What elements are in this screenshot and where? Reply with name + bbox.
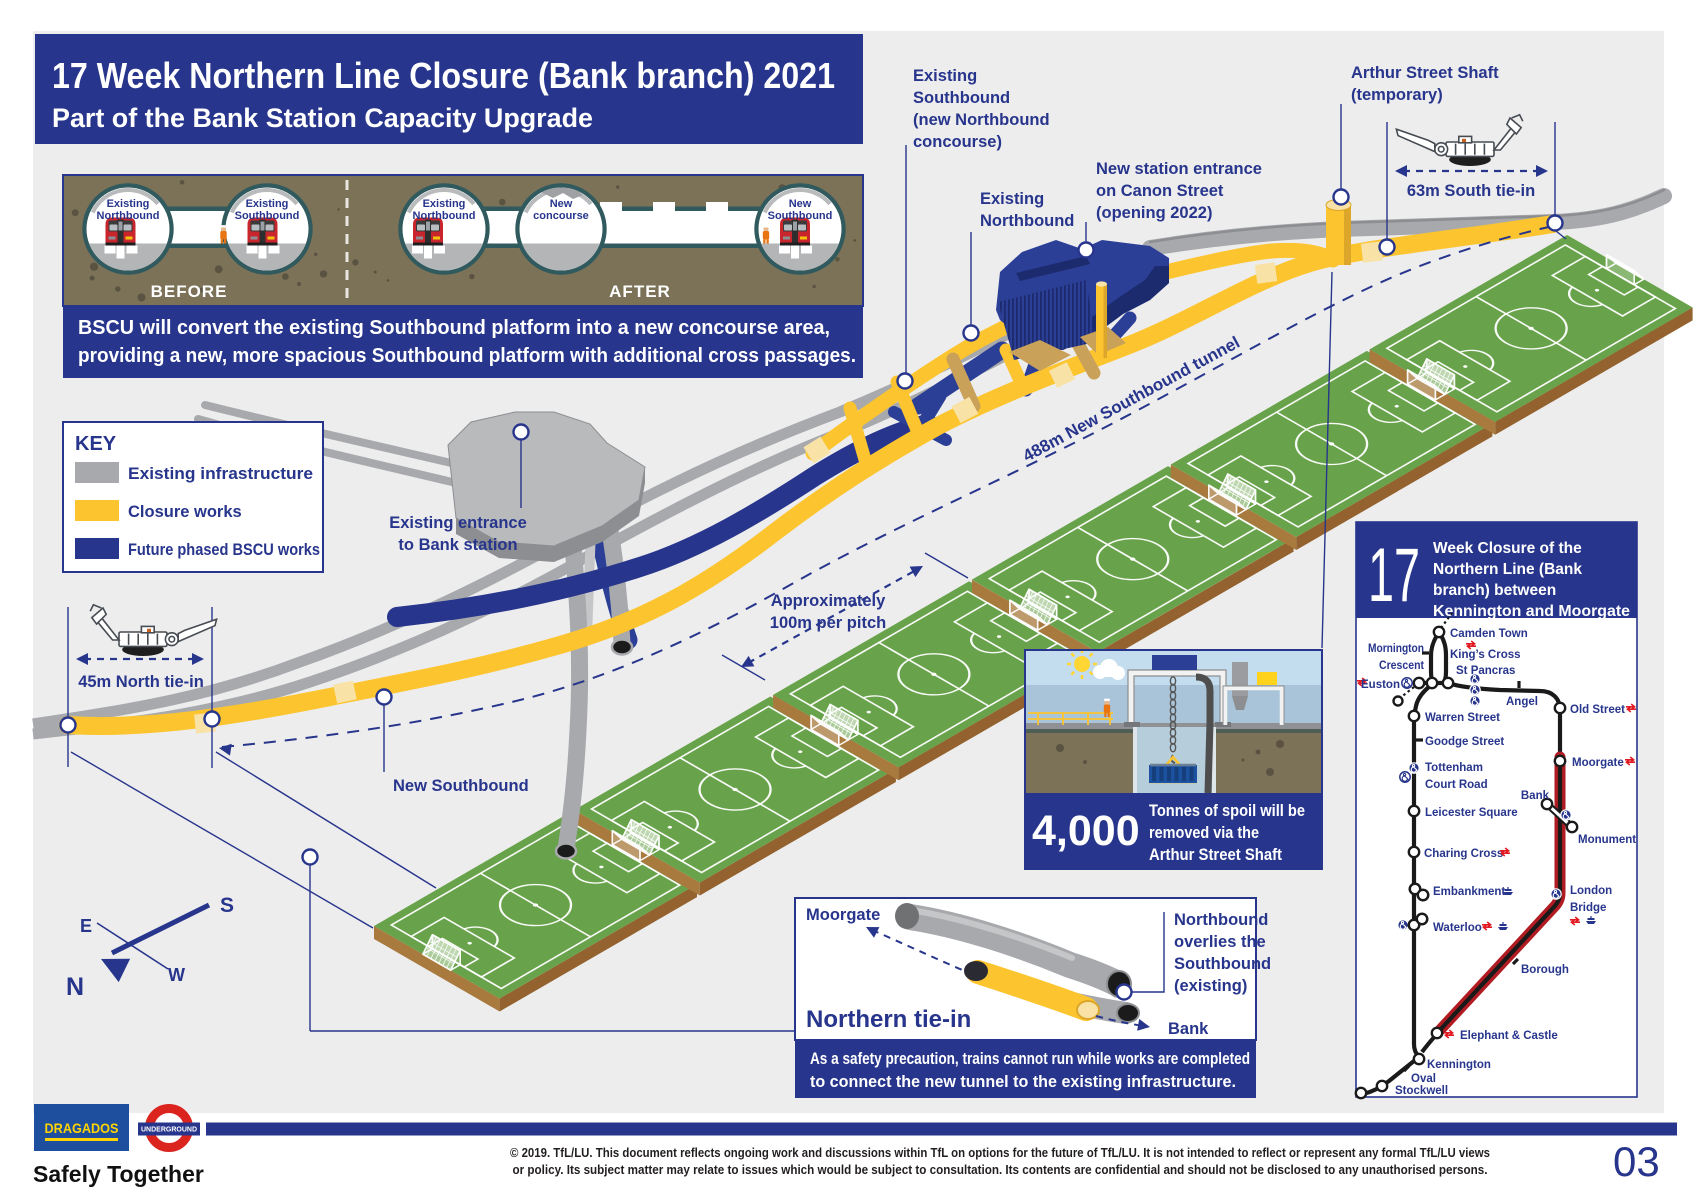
svg-text:UNDERGROUND: UNDERGROUND [141, 1125, 197, 1134]
svg-text:KEY: KEY [75, 433, 117, 455]
svg-text:17 Week Northern Line Closure: 17 Week Northern Line Closure (Bank bran… [52, 55, 835, 96]
svg-text:Leicester Square: Leicester Square [1425, 807, 1518, 819]
svg-text:Northbound: Northbound [97, 210, 160, 222]
svg-text:BSCU will convert the existing: BSCU will convert the existing Southboun… [78, 316, 830, 339]
svg-text:As a safety precaution, trains: As a safety precaution, trains cannot ru… [810, 1049, 1250, 1068]
svg-text:E: E [80, 916, 92, 936]
svg-text:Oval: Oval [1411, 1073, 1436, 1085]
svg-text:Northbound: Northbound [1174, 911, 1268, 929]
svg-text:Arthur Street Shaft: Arthur Street Shaft [1149, 846, 1282, 864]
svg-text:Existing: Existing [246, 198, 289, 210]
svg-text:(new Northbound: (new Northbound [913, 111, 1050, 129]
svg-text:Bank: Bank [1168, 1020, 1209, 1038]
svg-text:London: London [1570, 885, 1612, 897]
svg-text:Existing: Existing [107, 198, 150, 210]
svg-text:concourse: concourse [533, 210, 589, 222]
svg-text:Southbound: Southbound [768, 210, 833, 222]
svg-text:100m per pitch: 100m per pitch [770, 614, 886, 632]
svg-text:63m South tie-in: 63m South tie-in [1407, 182, 1535, 200]
svg-text:concourse): concourse) [913, 133, 1002, 151]
svg-text:Angel: Angel [1506, 696, 1538, 708]
svg-text:N: N [66, 973, 84, 1001]
svg-text:(existing): (existing) [1174, 977, 1247, 995]
svg-text:Moorgate: Moorgate [806, 906, 880, 924]
svg-text:AFTER: AFTER [609, 282, 671, 301]
svg-text:Monument: Monument [1578, 834, 1636, 846]
svg-text:King’s Cross: King’s Cross [1450, 649, 1521, 661]
svg-text:Approximately: Approximately [771, 592, 886, 610]
svg-text:on Canon Street: on Canon Street [1096, 182, 1224, 200]
svg-text:Embankment: Embankment [1433, 886, 1505, 898]
svg-text:Mornington: Mornington [1368, 643, 1424, 655]
svg-text:St Pancras: St Pancras [1456, 665, 1515, 677]
svg-text:© 2019. TfL/LU. This document: © 2019. TfL/LU. This document reflects o… [510, 1145, 1490, 1160]
svg-text:Existing entrance: Existing entrance [389, 514, 527, 532]
svg-text:Kennington: Kennington [1427, 1059, 1491, 1071]
svg-text:Waterloo: Waterloo [1433, 922, 1482, 934]
svg-text:Future phased BSCU works: Future phased BSCU works [128, 541, 320, 559]
svg-text:to connect the new tunnel to t: to connect the new tunnel to the existin… [810, 1072, 1236, 1091]
svg-text:overlies the: overlies the [1174, 933, 1266, 951]
svg-text:Tonnes of spoil will be: Tonnes of spoil will be [1149, 802, 1305, 820]
svg-text:New: New [550, 198, 573, 210]
svg-text:Northbound: Northbound [980, 212, 1074, 230]
svg-text:Elephant & Castle: Elephant & Castle [1460, 1030, 1558, 1042]
svg-text:New station entrance: New station entrance [1096, 160, 1262, 178]
svg-text:Part of the Bank Station Capac: Part of the Bank Station Capacity Upgrad… [52, 103, 593, 133]
svg-text:Court Road: Court Road [1425, 779, 1488, 791]
svg-text:providing a new, more spacious: providing a new, more spacious Southboun… [78, 344, 856, 367]
svg-text:Existing: Existing [913, 67, 977, 85]
svg-text:Existing infrastructure: Existing infrastructure [128, 465, 313, 483]
svg-text:DRAGADOS: DRAGADOS [45, 1120, 119, 1136]
svg-text:03: 03 [1613, 1138, 1660, 1185]
svg-text:Kennington and Moorgate: Kennington and Moorgate [1433, 603, 1630, 620]
svg-text:Warren Street: Warren Street [1425, 712, 1500, 724]
svg-text:Stockwell: Stockwell [1395, 1085, 1448, 1097]
svg-text:S: S [220, 894, 234, 917]
svg-text:W: W [168, 965, 185, 985]
svg-text:Old Street: Old Street [1570, 704, 1625, 716]
svg-text:Tottenham: Tottenham [1425, 762, 1483, 774]
svg-text:Bridge: Bridge [1570, 902, 1606, 914]
svg-text:Euston: Euston [1361, 679, 1400, 691]
svg-text:Borough: Borough [1521, 964, 1569, 976]
svg-text:Existing: Existing [980, 190, 1044, 208]
svg-text:Southbound: Southbound [913, 89, 1010, 107]
svg-text:Arthur Street Shaft: Arthur Street Shaft [1351, 64, 1499, 82]
svg-text:Southbound: Southbound [235, 210, 300, 222]
svg-text:(temporary): (temporary) [1351, 86, 1443, 104]
svg-text:Existing: Existing [423, 198, 466, 210]
svg-text:Charing Cross: Charing Cross [1424, 848, 1503, 860]
svg-text:(opening 2022): (opening 2022) [1096, 204, 1212, 222]
svg-text:Camden Town: Camden Town [1450, 628, 1528, 640]
svg-text:Northern Line (Bank: Northern Line (Bank [1433, 561, 1582, 578]
svg-text:Northern tie-in: Northern tie-in [806, 1006, 971, 1033]
svg-text:New: New [789, 198, 812, 210]
svg-text:Goodge Street: Goodge Street [1425, 736, 1504, 748]
svg-text:Closure works: Closure works [128, 503, 242, 521]
svg-text:Northbound: Northbound [413, 210, 476, 222]
svg-text:New Southbound: New Southbound [393, 777, 529, 795]
svg-text:Crescent: Crescent [1379, 660, 1424, 672]
svg-text:branch) between: branch) between [1433, 582, 1556, 599]
svg-text:BEFORE: BEFORE [151, 282, 228, 301]
svg-text:Southbound: Southbound [1174, 955, 1271, 973]
svg-text:Bank: Bank [1521, 790, 1550, 802]
svg-text:45m North tie-in: 45m North tie-in [78, 673, 204, 691]
svg-text:17: 17 [1368, 533, 1420, 618]
svg-text:removed via the: removed via the [1149, 824, 1259, 842]
svg-text:or policy. Its subject matter: or policy. Its subject matter may relate… [513, 1162, 1488, 1177]
svg-text:Week Closure of the: Week Closure of the [1433, 540, 1582, 557]
svg-text:Moorgate: Moorgate [1572, 757, 1624, 769]
svg-text:Safely Together: Safely Together [33, 1161, 204, 1187]
svg-text:to Bank station: to Bank station [398, 536, 517, 554]
svg-text:4,000: 4,000 [1032, 807, 1140, 855]
